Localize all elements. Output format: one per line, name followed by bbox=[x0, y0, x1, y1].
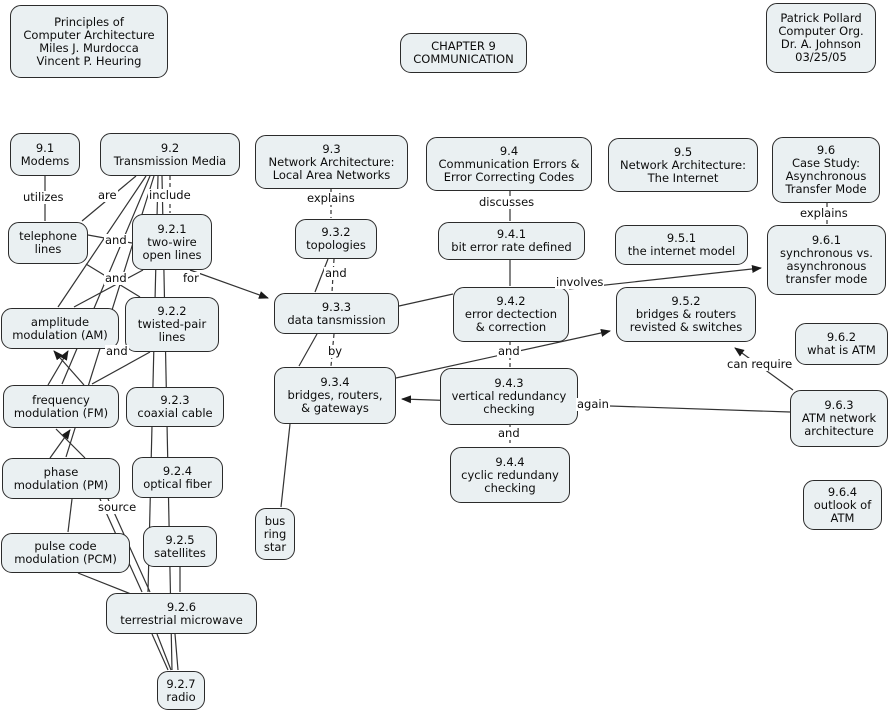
node-9-3-2-topologies[interactable]: 9.3.2 topologies bbox=[295, 219, 377, 259]
node-9-1-modems[interactable]: 9.1 Modems bbox=[10, 133, 80, 176]
label-and-telephone-921: and bbox=[104, 233, 128, 247]
edge-926-927-1 bbox=[151, 633, 169, 671]
edge-933-934-solid bbox=[298, 333, 318, 367]
node-book-credit[interactable]: Principles of Computer Architecture Mile… bbox=[10, 5, 168, 78]
node-telephone-lines[interactable]: telephone lines bbox=[8, 222, 88, 264]
label-utilizes: utilizes bbox=[22, 190, 65, 204]
node-9-6-4-outlook[interactable]: 9.6.4 outlook of ATM bbox=[803, 480, 882, 530]
edge-transmission-am bbox=[57, 175, 147, 308]
edge-926-927-2 bbox=[156, 633, 172, 671]
edge-934-busringstar bbox=[280, 423, 291, 508]
edge-fm-am-1 bbox=[47, 350, 69, 386]
node-9-2-7-radio[interactable]: 9.2.7 radio bbox=[157, 671, 205, 710]
label-by: by bbox=[327, 344, 344, 358]
node-9-2-1-two-wire[interactable]: 9.2.1 two-wire open lines bbox=[132, 214, 212, 270]
edge-pm-pcm bbox=[67, 498, 73, 533]
edge-pm-fm-1 bbox=[49, 429, 71, 459]
label-involves: involves bbox=[555, 275, 605, 289]
node-9-2-4-optical-fiber[interactable]: 9.2.4 optical fiber bbox=[132, 457, 223, 498]
label-and-921-am: and bbox=[104, 271, 128, 285]
label-and-932-933: and bbox=[324, 266, 348, 280]
node-9-4-2-error-detection[interactable]: 9.4.2 error dectection & correction bbox=[453, 287, 569, 342]
node-9-2-5-satellites[interactable]: 9.2.5 satellites bbox=[143, 526, 217, 567]
node-9-2-3-coaxial[interactable]: 9.2.3 coaxial cable bbox=[126, 387, 224, 427]
node-9-5-internet[interactable]: 9.5 Network Architecture: The Internet bbox=[608, 138, 758, 192]
node-bus-ring-star[interactable]: bus ring star bbox=[255, 508, 295, 560]
node-9-3-3-data-transmission[interactable]: 9.3.3 data tansmission bbox=[274, 293, 399, 334]
node-9-6-1-sync-vs-async[interactable]: 9.6.1 synchronous vs. asynchronous trans… bbox=[767, 225, 886, 295]
node-frequency-modulation[interactable]: frequency modulation (FM) bbox=[3, 385, 119, 428]
node-amplitude-modulation[interactable]: amplitude modulation (AM) bbox=[1, 308, 119, 349]
node-9-2-2-twisted-pair[interactable]: 9.2.2 twisted-pair lines bbox=[125, 297, 219, 352]
label-and-922-fm: and bbox=[105, 344, 129, 358]
node-9-4-4-cyclic-redundancy[interactable]: 9.4.4 cyclic redundany checking bbox=[450, 447, 570, 503]
node-phase-modulation[interactable]: phase modulation (PM) bbox=[2, 458, 120, 499]
label-discusses: discusses bbox=[478, 195, 536, 209]
label-and-942-943: and bbox=[497, 344, 521, 358]
node-9-6-3-atm-architecture[interactable]: 9.6.3 ATM network architecture bbox=[790, 390, 888, 447]
label-for: for bbox=[182, 271, 200, 285]
node-9-5-2-bridges-routers-revisited[interactable]: 9.5.2 bridges & routers revisted & switc… bbox=[616, 287, 756, 342]
node-author-credit[interactable]: Patrick Pollard Computer Org. Dr. A. Joh… bbox=[766, 3, 876, 73]
label-are: are bbox=[97, 188, 118, 202]
node-9-4-errors[interactable]: 9.4 Communication Errors & Error Correct… bbox=[426, 137, 592, 191]
node-9-6-2-what-is-atm[interactable]: 9.6.2 what is ATM bbox=[795, 323, 888, 365]
node-9-4-3-vertical-redundancy[interactable]: 9.4.3 vertical redundancy checking bbox=[440, 368, 578, 425]
edge-933-942 bbox=[398, 293, 454, 307]
edge-926-927-3 bbox=[174, 633, 179, 671]
label-include: include bbox=[148, 188, 192, 202]
node-9-3-lan[interactable]: 9.3 Network Architecture: Local Area Net… bbox=[255, 135, 408, 189]
edge-pm-fm-2 bbox=[55, 428, 86, 459]
edge-921-933-for bbox=[189, 269, 269, 299]
label-source: source bbox=[97, 500, 138, 514]
edge-921-am bbox=[73, 269, 144, 308]
edge-pcm-926 bbox=[77, 572, 137, 597]
node-9-3-4-bridges-routers-gateways[interactable]: 9.3.4 bridges, routers, & gateways bbox=[274, 367, 396, 424]
label-can-require: can require bbox=[726, 357, 794, 371]
node-chapter-title[interactable]: CHAPTER 9 COMMUNICATION bbox=[400, 33, 527, 73]
node-9-4-1-bit-error-rate[interactable]: 9.4.1 bit error rate defined bbox=[438, 222, 585, 260]
label-again: again bbox=[576, 397, 610, 411]
label-and-943-944: and bbox=[497, 426, 521, 440]
edge-fm-am-2 bbox=[53, 350, 85, 386]
edge-932-933-solid bbox=[314, 258, 329, 293]
edge-922-fm bbox=[91, 351, 151, 385]
node-9-5-1-internet-model[interactable]: 9.5.1 the internet model bbox=[615, 225, 748, 265]
label-explains-93: explains bbox=[306, 191, 356, 205]
node-pulse-code-modulation[interactable]: pulse code modulation (PCM) bbox=[1, 533, 130, 573]
node-9-2-6-terrestrial-microwave[interactable]: 9.2.6 terrestrial microwave bbox=[106, 593, 257, 634]
node-9-6-atm-case-study[interactable]: 9.6 Case Study: Asynchronous Transfer Mo… bbox=[772, 137, 880, 203]
node-9-2-transmission-media[interactable]: 9.2 Transmission Media bbox=[100, 133, 240, 176]
label-explains-96: explains bbox=[799, 206, 849, 220]
